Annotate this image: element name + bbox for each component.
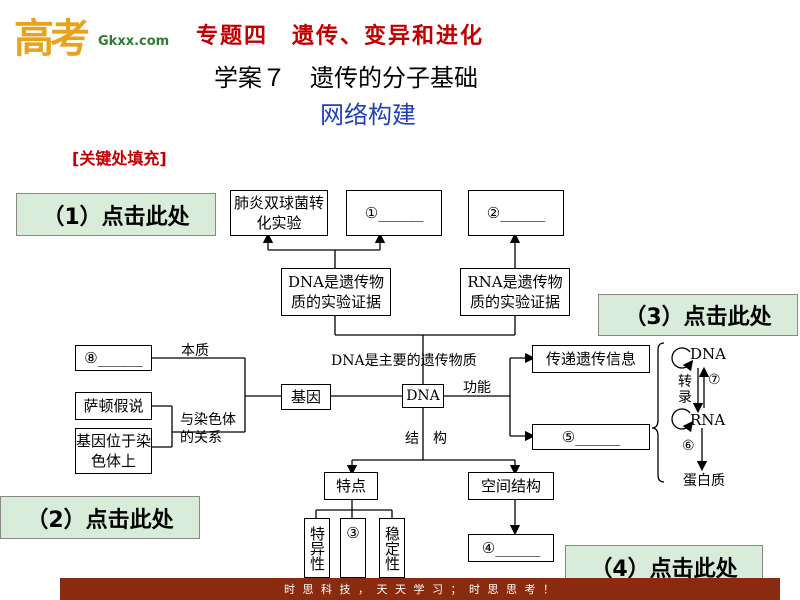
click-button-1[interactable]: （1）点击此处: [16, 193, 216, 236]
dna-evidence-box: DNA是遗传物质的实验证据: [281, 268, 391, 316]
click-button-2[interactable]: （2）点击此处: [0, 496, 200, 539]
blank-4-box: ④______: [468, 534, 554, 562]
pneumococcus-experiment-box: 肺炎双球菌转化实验: [230, 190, 328, 236]
gene-box: 基因: [281, 384, 331, 410]
flow-dna: DNA: [690, 345, 726, 363]
blank-5-box: ⑤______: [532, 424, 650, 450]
blank-3-box: ③: [340, 518, 366, 578]
footer-bar: 时 思 科 技 ， 天 天 学 习 ； 时 思 思 考 ！: [60, 578, 780, 600]
spatial-structure-box: 空间结构: [468, 472, 554, 500]
fill-label: [关键处填充]: [72, 149, 167, 168]
blank-8-box: ⑧______: [75, 345, 152, 371]
stability-box: 稳定性: [379, 518, 405, 578]
flow-transcribe: 转录: [678, 374, 692, 406]
transmit-info-box: 传递遗传信息: [532, 345, 650, 373]
topic-title: 专题四 遗传、变异和进化: [196, 23, 485, 49]
flow-6: ⑥: [682, 438, 695, 454]
specificity-box: 特异性: [304, 518, 330, 578]
center-caption: DNA是主要的遗传物质: [331, 353, 477, 369]
structure-label: 结 构: [405, 431, 447, 447]
flow-7: ⑦: [708, 372, 721, 388]
essence-label: 本质: [181, 343, 209, 359]
chromosome-relation-label: 与染色体的关系: [180, 412, 236, 446]
flow-protein: 蛋白质: [683, 473, 725, 489]
click-button-3[interactable]: （3）点击此处: [598, 294, 798, 336]
rna-evidence-box: RNA是遗传物质的实验证据: [460, 268, 570, 316]
flow-rna: RNA: [690, 411, 726, 429]
logo-url: Gkxx.com: [98, 34, 170, 49]
gene-on-chromosome-box: 基因位于染色体上: [75, 428, 152, 474]
function-label: 功能: [463, 380, 491, 396]
blank-2-box: ②______: [468, 190, 564, 236]
blank-1-box: ①______: [346, 190, 442, 236]
logo-text: 高考: [14, 15, 90, 62]
sutton-hypothesis-box: 萨顿假说: [75, 392, 152, 420]
section-subtitle: 网络构建: [320, 101, 416, 129]
dna-center-box: DNA: [402, 384, 444, 408]
page-title: 学案７ 遗传的分子基础: [214, 64, 478, 92]
feature-box: 特点: [324, 472, 378, 500]
